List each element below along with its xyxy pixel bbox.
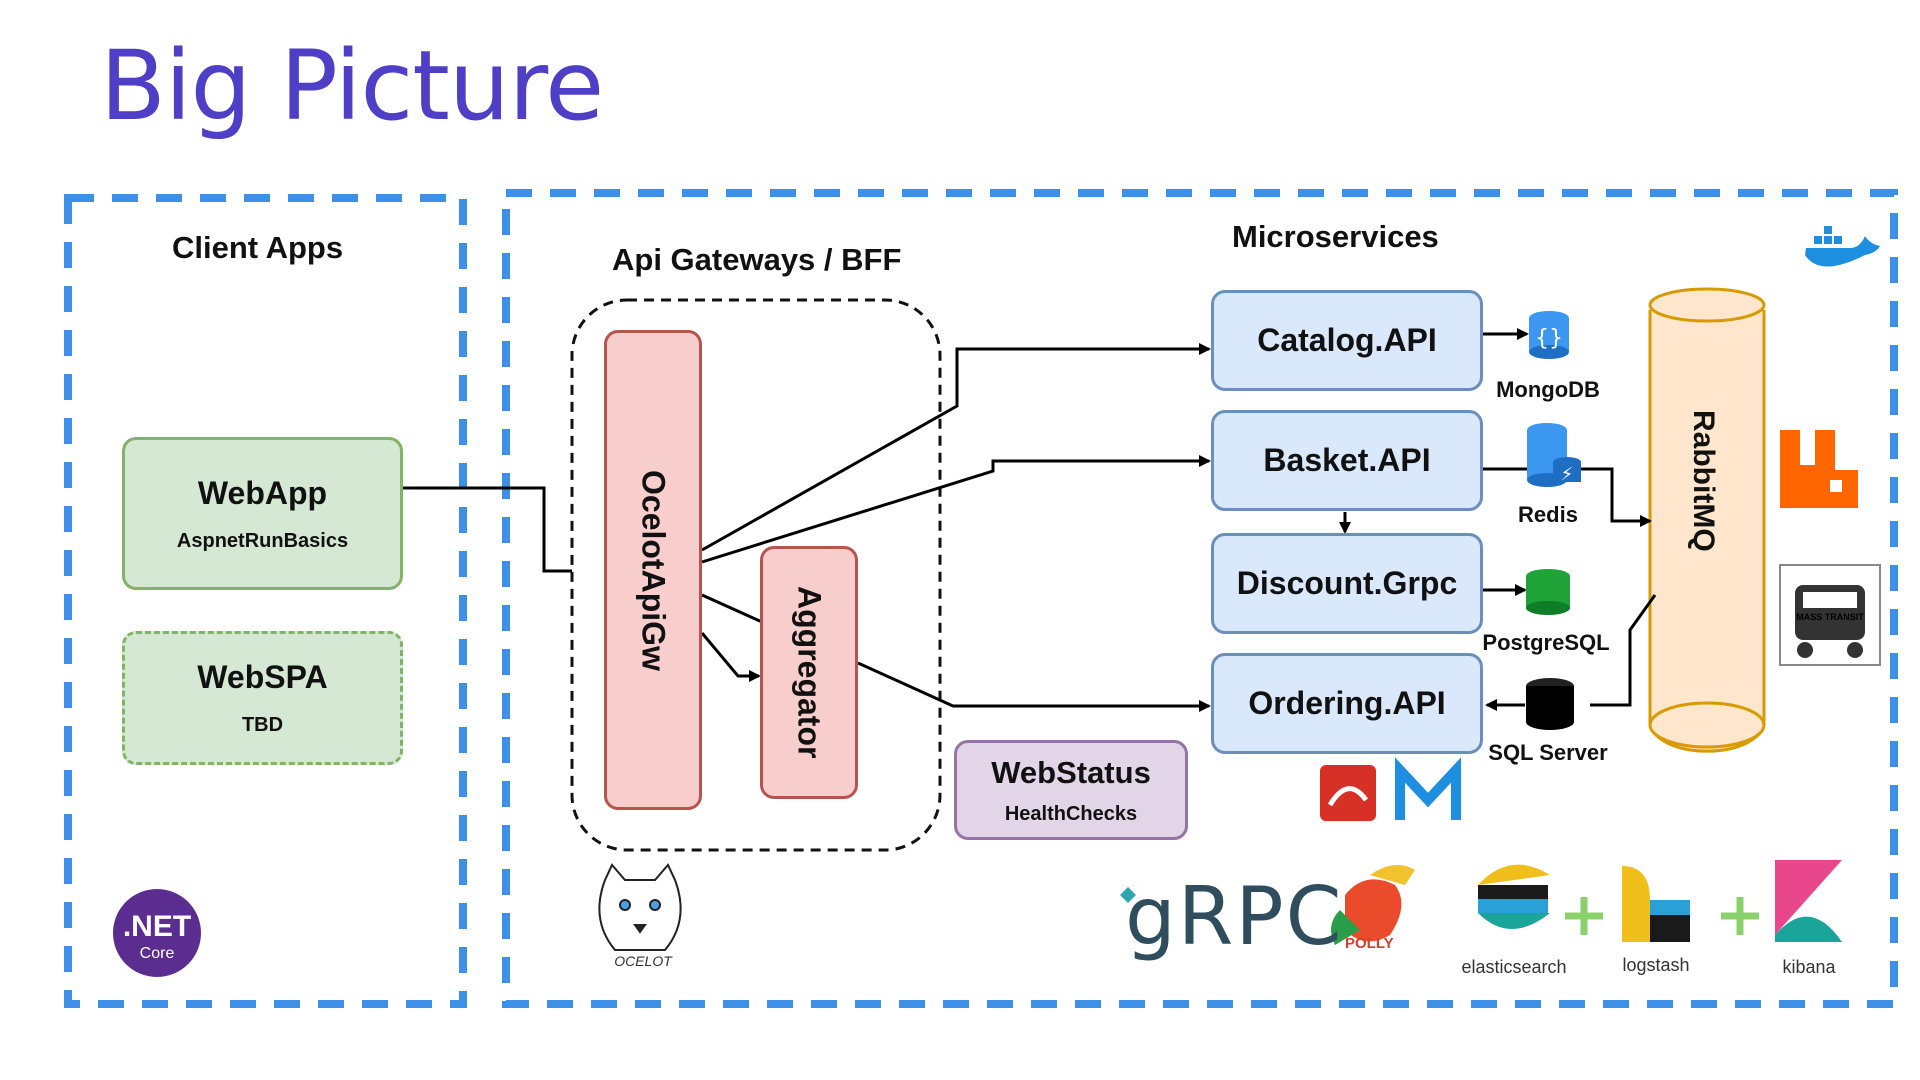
rabbitmq-cylinder [1648, 287, 1766, 753]
webspa-sublabel: TBD [241, 714, 284, 736]
webstatus-sublabel: HealthChecks [1004, 802, 1138, 825]
client-apps-title: Client Apps [172, 230, 344, 265]
aggregator-to-ordering [857, 661, 1211, 712]
redis-label: Redis [1518, 502, 1578, 527]
polly-logo-label: POLLY [1345, 935, 1394, 952]
webspa-label: WebSPA [197, 659, 328, 695]
aggregator-node[interactable]: Aggregator [760, 546, 858, 799]
sqlserver-label: SQL Server [1488, 740, 1608, 765]
webstatus-node[interactable]: WebStatus HealthChecks [954, 740, 1188, 840]
ordering-api-node[interactable]: Ordering.API [1211, 653, 1483, 754]
grpc-icon [1120, 887, 1136, 903]
basket-api-label: Basket.API [1263, 442, 1431, 478]
mongodb-label: MongoDB [1496, 377, 1600, 402]
svg-text:⚡: ⚡ [1561, 464, 1574, 485]
webapp-to-ocelot [403, 486, 572, 573]
ocelot-logo-label: OCELOT [614, 953, 672, 969]
ocelot-to-basket [701, 455, 1211, 564]
mediatr-icon [1395, 757, 1461, 820]
dotnet-sub-label: Core [139, 945, 175, 962]
polly-icon [1331, 865, 1415, 945]
logstash-icon [1622, 866, 1690, 942]
api-gateways-title: Api Gateways / BFF [612, 242, 902, 277]
catalog-api-label: Catalog.API [1257, 322, 1437, 358]
masstransit-icon [1779, 564, 1881, 666]
microservices-title: Microservices [1232, 219, 1439, 254]
discount-grpc-label: Discount.Grpc [1236, 565, 1458, 601]
postgresql-icon [1526, 569, 1570, 615]
rabbitmq-label: RabbitMQ [1687, 410, 1720, 552]
sqlserver-icon [1526, 678, 1574, 730]
elasticsearch-label: elasticsearch [1461, 957, 1567, 977]
ocelot-to-catalog [701, 343, 1211, 552]
postgresql-label: PostgreSQL [1482, 630, 1610, 655]
ocelotapigw-label: OcelotApiGw [635, 469, 672, 671]
kibana-icon [1775, 860, 1842, 942]
gateway-container [570, 298, 942, 852]
catalog-api-node[interactable]: Catalog.API [1211, 290, 1483, 391]
webspa-node[interactable]: WebSPA TBD [122, 631, 403, 765]
masstransit-label: MASS TRANSIT [1796, 612, 1864, 622]
page-title: Big Picture [100, 30, 604, 142]
ocelot-cat-icon [598, 863, 682, 951]
ordering-api-label: Ordering.API [1248, 685, 1446, 721]
discount-grpc-node[interactable]: Discount.Grpc [1211, 533, 1483, 634]
ocelotapigw-node[interactable]: OcelotApiGw [604, 330, 702, 810]
plus-icon-2 [1721, 897, 1759, 935]
elasticsearch-icon [1478, 864, 1550, 929]
webapp-node[interactable]: WebApp AspnetRunBasics [122, 437, 403, 590]
ocelot-to-aggregator [701, 593, 763, 624]
kibana-label: kibana [1782, 957, 1836, 977]
svg-text:{}: {} [1535, 326, 1563, 351]
mongodb-icon: {} [1529, 311, 1569, 359]
grpc-logo-label: gRPC [1125, 870, 1344, 963]
basket-api-node[interactable]: Basket.API [1211, 410, 1483, 511]
webapp-label: WebApp [197, 474, 328, 511]
refit-icon [1320, 765, 1376, 821]
docker-icon [1805, 226, 1880, 267]
plus-icon-1 [1565, 897, 1603, 935]
redis-icon: ⚡ [1527, 423, 1581, 487]
rabbitmq-logo-icon [1780, 430, 1858, 508]
ocelot-to-aggregator-2 [700, 632, 761, 682]
webapp-sublabel: AspnetRunBasics [176, 529, 349, 552]
dotnet-icon [113, 889, 201, 977]
aggregator-label: Aggregator [791, 586, 828, 759]
logstash-label: logstash [1622, 955, 1690, 975]
dotnet-label: .NET [122, 910, 192, 943]
webstatus-label: WebStatus [991, 754, 1151, 790]
client-apps-container [64, 194, 467, 1008]
rabbitmq-to-ordering [1590, 594, 1657, 707]
